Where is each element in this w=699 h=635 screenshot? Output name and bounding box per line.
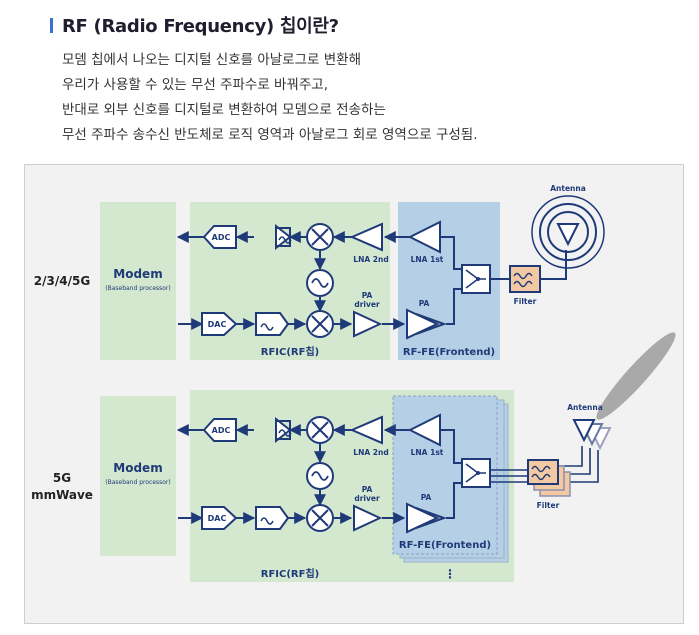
more-indicator: ⋮ <box>444 567 456 581</box>
pa-driver-label2-bottom: driver <box>354 494 380 503</box>
adc-label-top: ADC <box>212 233 231 242</box>
pa-label-top: PA <box>419 299 430 308</box>
intro-line-4: 무선 주파수 송수신 반도체로 로직 영역과 아날로그 회로 영역으로 구성됨. <box>62 127 478 143</box>
switch-bottom <box>461 458 491 488</box>
pa-driver-label1-top: PA <box>362 291 373 300</box>
pa-driver-bottom <box>353 504 383 532</box>
pa-driver-label2-top: driver <box>354 300 380 309</box>
band-label-bottom-2: mmWave <box>31 488 93 502</box>
band-label-bottom-1: 5G <box>53 471 71 485</box>
modem-block-bottom <box>100 396 176 556</box>
lna2-bottom <box>349 415 383 445</box>
dac-top <box>201 312 238 336</box>
lna2-label-top: LNA 2nd <box>353 255 388 264</box>
rffe-label-bottom: RF-FE(Frontend) <box>399 540 491 551</box>
pa-driver-label1-bottom: PA <box>362 485 373 494</box>
oscillator-bottom <box>306 462 334 490</box>
dac-label-top: DAC <box>208 320 227 329</box>
oscillator-top <box>306 269 334 297</box>
rf-filter-top <box>509 265 541 293</box>
switch-top <box>461 264 491 294</box>
lna1-top <box>407 220 441 254</box>
antenna-bottom <box>572 419 612 451</box>
pa-label-bottom: PA <box>421 493 432 502</box>
filter-label-bottom: Filter <box>537 501 560 510</box>
lna1-bottom <box>407 413 441 447</box>
intro-line-1: 모뎀 칩에서 나오는 디지털 신호를 아날로그로 변환해 <box>62 52 361 68</box>
adc-top <box>202 225 237 249</box>
mixer-rx-top <box>306 223 334 251</box>
rf-filter-bottom <box>527 459 571 497</box>
intro-line-3: 반대로 외부 신호를 디지털로 변환하여 모뎀으로 전송하는 <box>62 102 386 118</box>
filter-label-top: Filter <box>514 297 537 306</box>
rfic-label-top: RFIC(RF칩) <box>261 345 319 358</box>
mixer-tx-bottom <box>306 504 334 532</box>
page-title: RF (Radio Frequency) 칩이란? <box>62 16 339 37</box>
adc-label-bottom: ADC <box>212 426 231 435</box>
mixer-tx-top <box>306 310 334 338</box>
lna1-label-bottom: LNA 1st <box>411 448 444 457</box>
dac-bottom <box>201 506 238 530</box>
antenna-top <box>531 195 605 269</box>
antenna-label-top: Antenna <box>550 184 586 193</box>
lna2-top <box>349 222 383 252</box>
top-section: 2/3/4/5G Modem (Baseband processor) RFIC… <box>34 184 605 360</box>
pa-driver-top <box>353 310 383 338</box>
lna2-label-bottom: LNA 2nd <box>353 448 388 457</box>
intro-line-2: 우리가 사용할 수 있는 무선 주파수로 바꿔주고, <box>62 77 329 93</box>
pa-top <box>406 308 447 340</box>
modem-sub-top: (Baseband processor) <box>105 285 171 292</box>
bb-filter-rx-bottom <box>275 416 292 444</box>
lna1-label-top: LNA 1st <box>411 255 444 264</box>
modem-label-bottom: Modem <box>113 461 162 475</box>
bb-filter-rx-top <box>275 223 292 251</box>
beam-shape <box>596 332 676 420</box>
rfic-label-bottom: RFIC(RF칩) <box>261 567 319 580</box>
mixer-rx-bottom <box>306 416 334 444</box>
dac-label-bottom: DAC <box>208 514 227 523</box>
band-label-top: 2/3/4/5G <box>34 274 90 288</box>
antenna-label-bottom: Antenna <box>567 403 603 412</box>
bottom-section: 5G mmWave Modem (Baseband processor) RFI… <box>31 332 676 582</box>
modem-sub-bottom: (Baseband processor) <box>105 479 171 486</box>
bb-filter-tx-top <box>255 312 290 336</box>
pa-bottom <box>406 502 447 534</box>
adc-bottom <box>202 418 237 442</box>
modem-block-top <box>100 202 176 360</box>
bb-filter-tx-bottom <box>255 506 290 530</box>
rffe-label-top: RF-FE(Frontend) <box>403 347 495 358</box>
modem-label-top: Modem <box>113 267 162 281</box>
title-accent-bar <box>50 18 53 33</box>
